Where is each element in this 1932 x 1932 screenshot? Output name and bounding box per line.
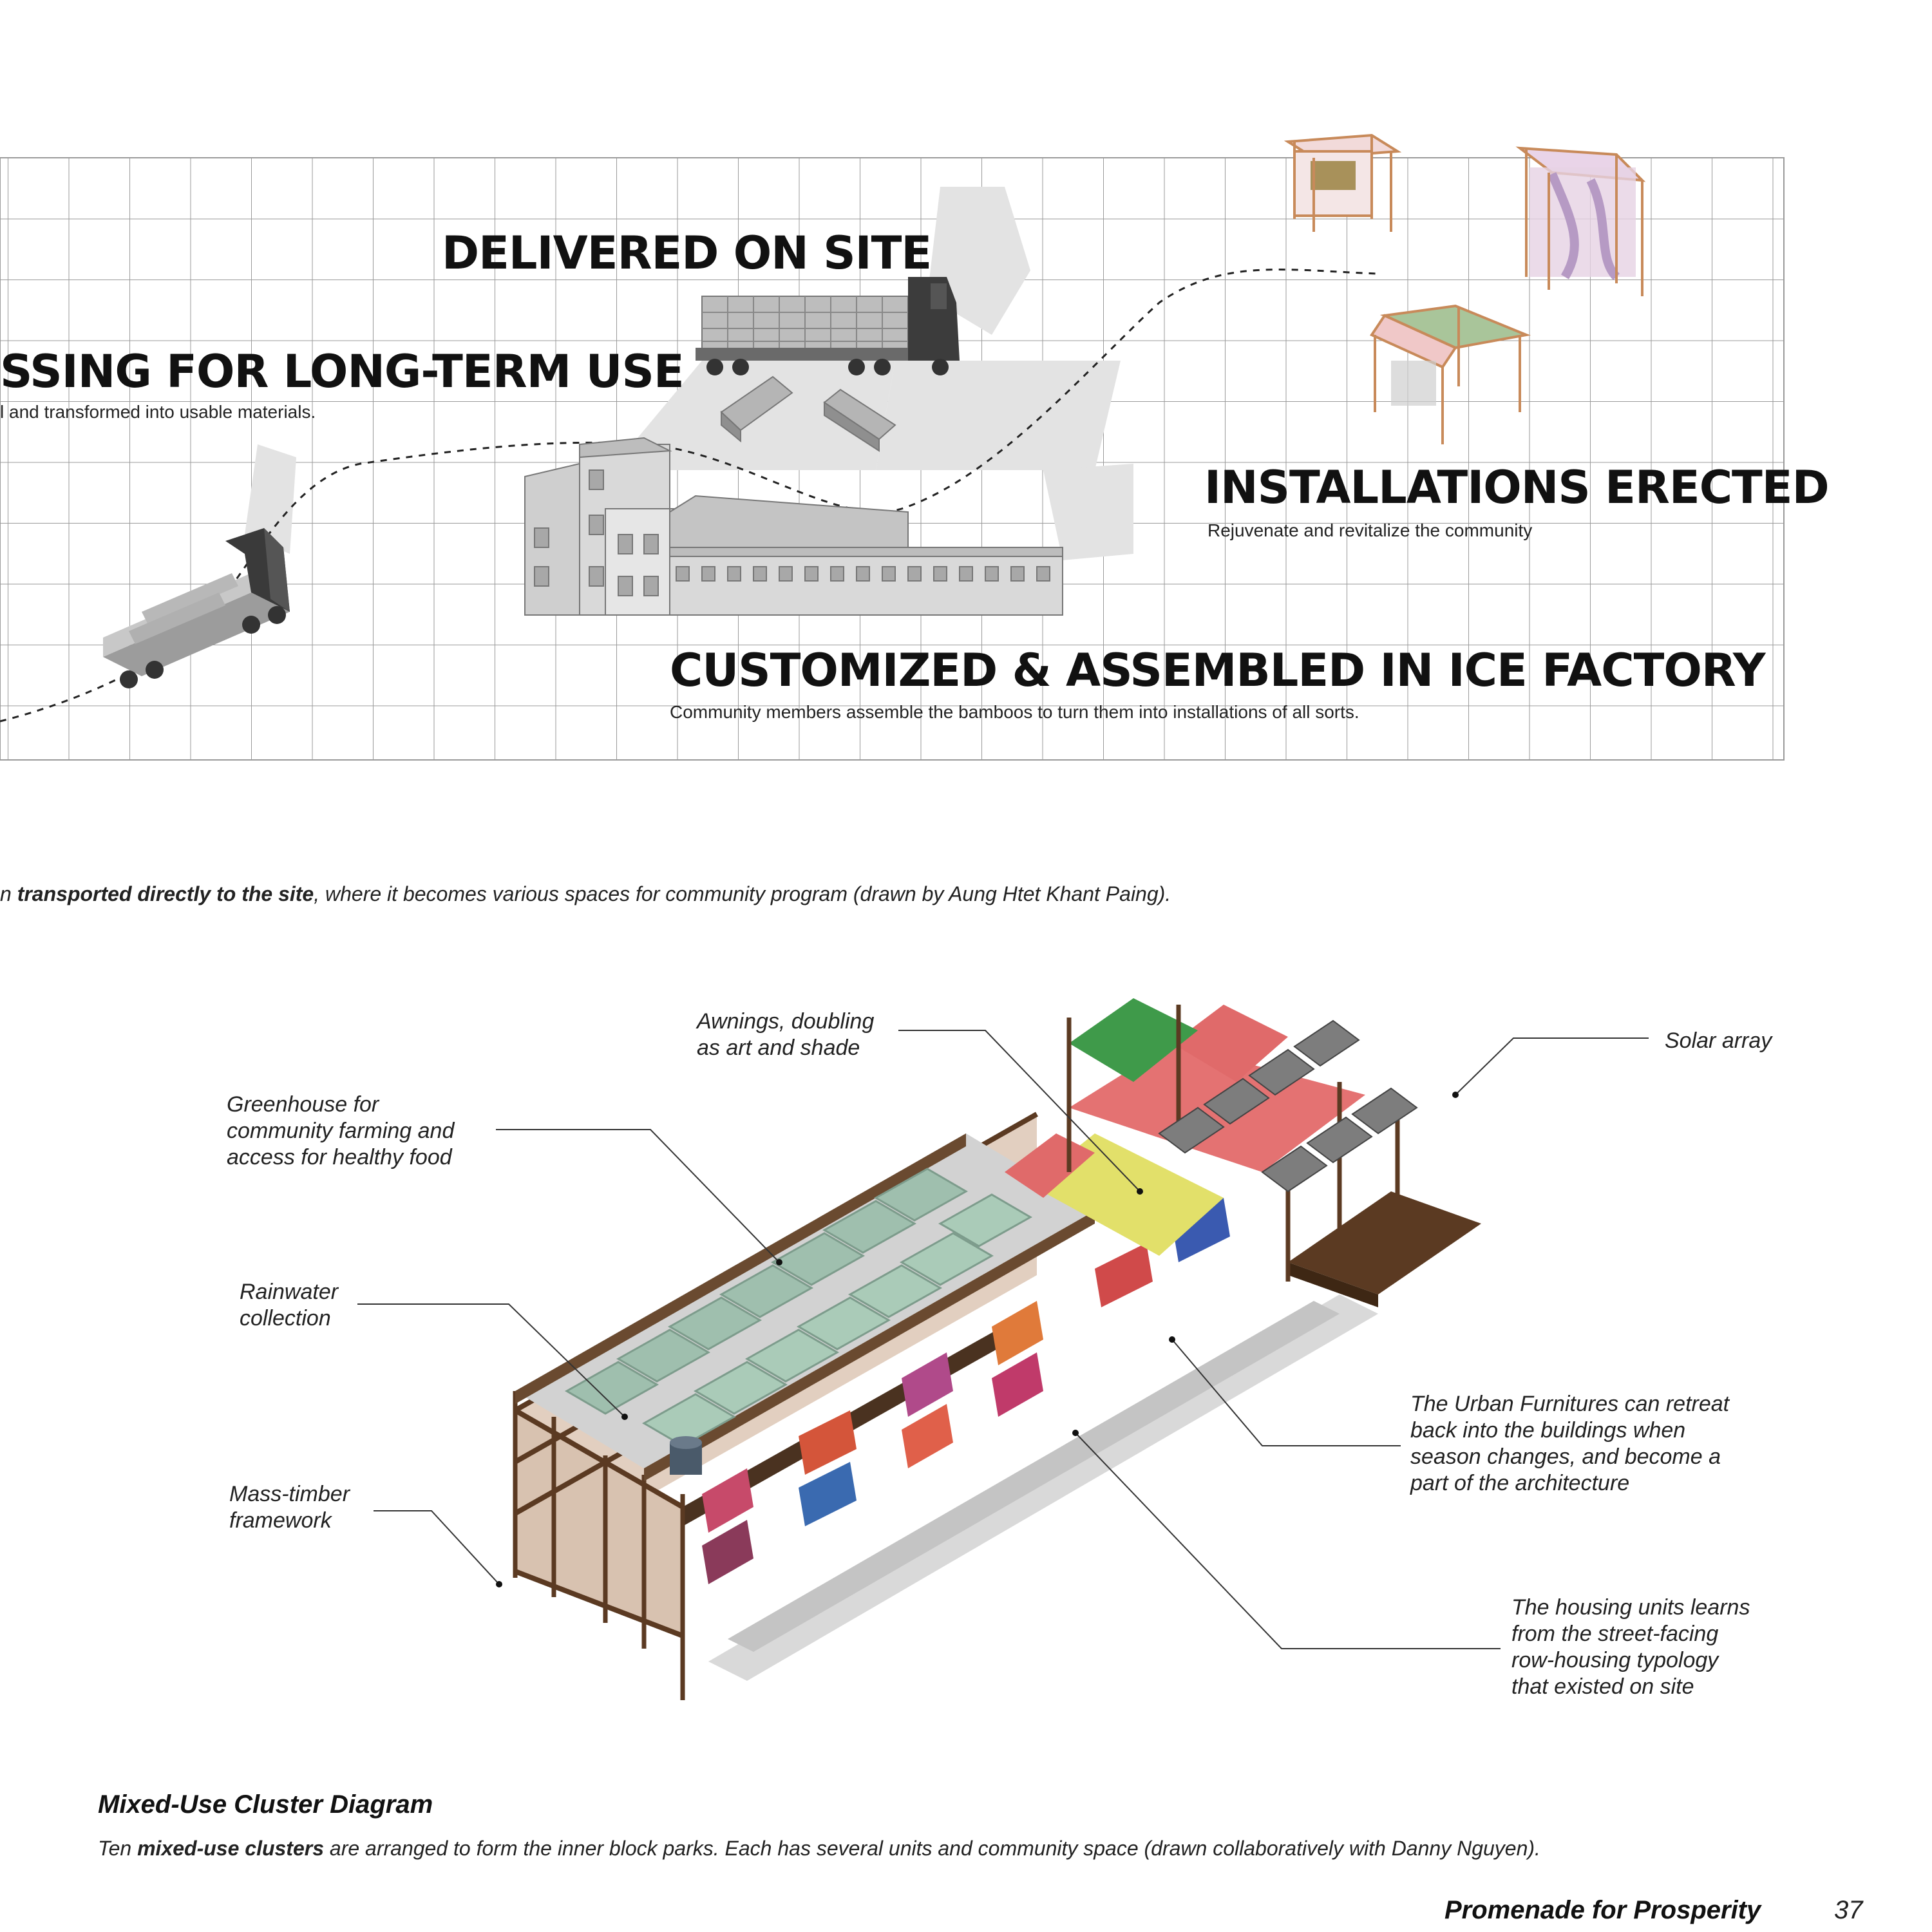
callout-line: from the street-facing [1511, 1621, 1750, 1647]
leader-solar [1455, 1038, 1649, 1095]
roof-slab [515, 1133, 1095, 1468]
callout-awnings: Awnings, doubling as art and shade [697, 1009, 874, 1061]
cluster-caption: Ten mixed-use clusters are arranged to f… [98, 1837, 1540, 1861]
callout-line: The Urban Furnitures can retreat [1410, 1391, 1729, 1417]
book-title: Promenade for Prosperity [1444, 1896, 1761, 1925]
callout-line: The housing units learns [1511, 1595, 1750, 1621]
caption-prefix: n [0, 882, 17, 905]
step-customized-subtitle: Community members assemble the bamboos t… [670, 702, 1359, 723]
callout-line: back into the buildings when [1410, 1417, 1729, 1444]
step-customized-title: CUSTOMIZED & ASSEMBLED IN ICE FACTORY [670, 644, 1765, 697]
callout-line: part of the architecture [1410, 1470, 1729, 1497]
step-processing-subtitle: l and transformed into usable materials. [0, 402, 316, 422]
step-installations-subtitle: Rejuvenate and revitalize the community [1208, 520, 1532, 541]
callout-line: Greenhouse for [227, 1092, 454, 1118]
leader-greenhouse [496, 1130, 779, 1262]
process-caption: n transported directly to the site, wher… [0, 882, 1171, 906]
caption-rest: are arranged to form the inner block par… [324, 1837, 1540, 1860]
callout-line: framework [229, 1508, 350, 1534]
callout-line: Solar array [1665, 1028, 1772, 1054]
leader-mass-timber [374, 1511, 499, 1584]
callout-line: Awnings, doubling [697, 1009, 874, 1035]
caption-prefix: Ten [98, 1837, 137, 1860]
callout-line: Rainwater [240, 1279, 338, 1305]
callout-line: community farming and [227, 1118, 454, 1144]
callout-line: as art and shade [697, 1035, 874, 1061]
callout-line: access for healthy food [227, 1144, 454, 1171]
step-processing-title: SSING FOR LONG-TERM USE [0, 345, 684, 398]
step-delivered-title: DELIVERED ON SITE [442, 227, 931, 279]
page-number: 37 [1834, 1896, 1863, 1925]
caption-bold: mixed-use clusters [137, 1837, 324, 1860]
callout-line: that existed on site [1511, 1674, 1750, 1700]
callout-line: season changes, and become a [1410, 1444, 1729, 1470]
callout-line: row-housing typology [1511, 1647, 1750, 1674]
callout-greenhouse: Greenhouse for community farming and acc… [227, 1092, 454, 1171]
callout-mass-timber: Mass-timber framework [229, 1481, 350, 1534]
callout-housing: The housing units learns from the street… [1511, 1595, 1750, 1700]
rainwater-tank [670, 1436, 702, 1475]
caption-bold: transported directly to the site [17, 882, 314, 905]
callout-urban-furniture: The Urban Furnitures can retreat back in… [1410, 1391, 1729, 1497]
callout-solar: Solar array [1665, 1028, 1772, 1054]
step-installations-title: INSTALLATIONS ERECTED [1204, 461, 1829, 514]
installation-pavilion-2 [1520, 148, 1642, 296]
callout-line: collection [240, 1305, 338, 1332]
callout-rainwater: Rainwater collection [240, 1279, 338, 1332]
caption-rest: , where it becomes various spaces for co… [314, 882, 1171, 905]
callout-line: Mass-timber [229, 1481, 350, 1508]
cluster-title: Mixed-Use Cluster Diagram [98, 1790, 433, 1819]
